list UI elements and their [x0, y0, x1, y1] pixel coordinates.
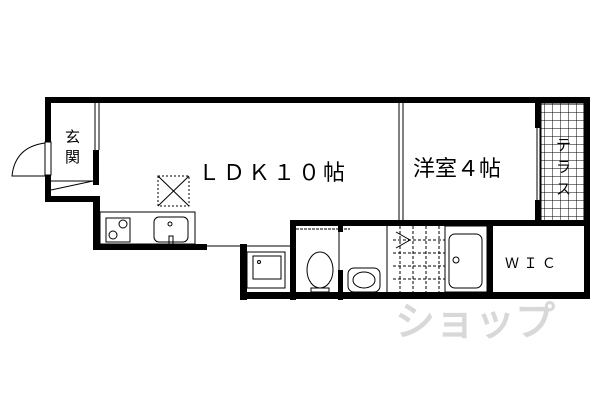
vent-icon — [157, 175, 190, 207]
room-label-entrance-2: 関 — [65, 148, 80, 166]
entrance-door[interactable] — [44, 141, 52, 176]
room-label-terrace-2: ラ — [556, 158, 571, 176]
room-label-terrace-3: ス — [556, 180, 571, 198]
terrace-grid — [540, 102, 585, 223]
room-label-bedroom: 洋室４帖 — [413, 157, 501, 182]
room-label-entrance-1: 玄 — [65, 128, 80, 146]
room-label-wic: Ｗ Ｉ Ｃ — [505, 256, 556, 272]
washer-icon — [252, 255, 282, 280]
kitchen-counter — [99, 211, 196, 245]
room-label-ldk: ＬＤＫ１０帖 — [198, 161, 348, 186]
bathtub-icon — [448, 233, 483, 289]
sink-icon — [153, 216, 189, 243]
door-swing — [11, 142, 46, 177]
toilet-icon — [306, 251, 334, 289]
washbasin-icon — [347, 267, 381, 293]
watermark: ショップ — [395, 299, 555, 345]
stove-icon — [105, 217, 131, 243]
walls — [45, 97, 590, 300]
room-label-terrace-1: テ — [556, 136, 571, 154]
